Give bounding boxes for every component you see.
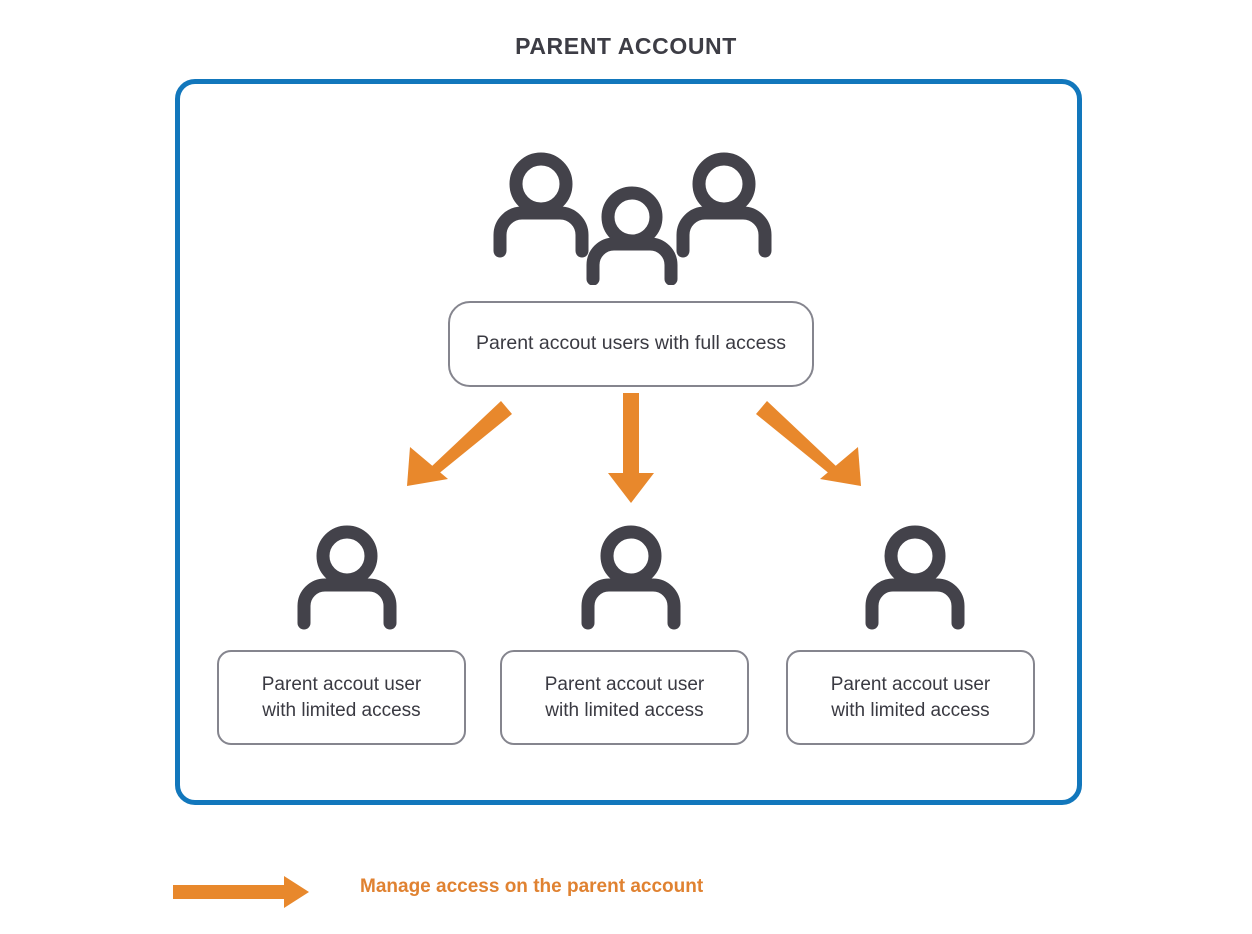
child-user-label-line1: Parent accout user xyxy=(544,674,705,696)
legend: Manage access on the parent account xyxy=(173,866,873,918)
person-icon xyxy=(865,525,965,630)
legend-label: Manage access on the parent account xyxy=(360,876,704,897)
child-user-label-line2: with limited access xyxy=(545,699,704,721)
child-user-box: Parent accout user with limited access xyxy=(786,650,1035,745)
child-user-label-line2: with limited access xyxy=(262,699,421,721)
arrow-down-right-icon xyxy=(755,395,875,495)
parent-users-label-text: Parent accout users with full access xyxy=(476,332,786,355)
child-user-label: Parent accout user with limited access xyxy=(545,672,704,722)
page-title: PARENT ACCOUNT xyxy=(515,33,737,59)
child-user-label: Parent accout user with limited access xyxy=(262,672,421,722)
child-user-box: Parent accout user with limited access xyxy=(500,650,749,745)
arrow-right-icon xyxy=(173,874,311,910)
person-icon xyxy=(297,525,397,630)
child-user-label: Parent accout user with limited access xyxy=(831,672,990,722)
parent-account-container: Parent accout users with full access xyxy=(175,79,1082,805)
child-user-box: Parent accout user with limited access xyxy=(217,650,466,745)
group-of-three-people-icon xyxy=(490,150,775,286)
arrow-down-icon xyxy=(601,393,661,505)
child-user-label-line1: Parent accout user xyxy=(830,674,991,696)
person-icon xyxy=(581,525,681,630)
parent-users-label: Parent accout users with full access xyxy=(448,301,814,387)
child-user-label-line2: with limited access xyxy=(831,699,990,721)
arrow-down-left-icon xyxy=(393,395,513,495)
child-user-label-line1: Parent accout user xyxy=(261,674,422,696)
